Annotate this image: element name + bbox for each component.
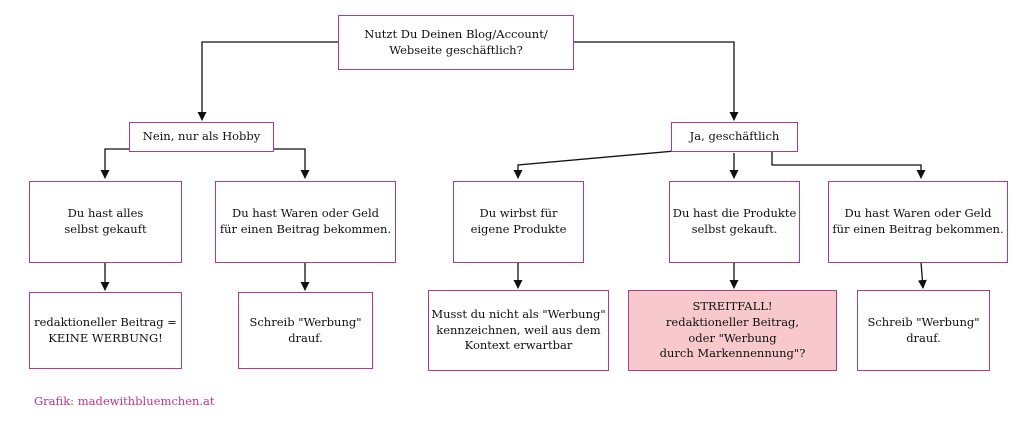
node-biz-own-products-label: Du wirbst für eigene Produkte [470, 206, 567, 236]
node-biz-self-bought: Du hast die Produkte selbst gekauft. [669, 181, 800, 263]
node-business-label: Ja, geschäftlich [689, 129, 780, 144]
arrow-root-to-hobby [197, 41, 338, 121]
arrow-business-to-paid [771, 149, 926, 179]
node-biz-paid-result-label: Schreib "Werbung" drauf. [867, 314, 980, 345]
arrow-hobby-to-self-bought [100, 148, 130, 179]
node-biz-own-products-result-label: Musst du nicht als "Werbung" kennzeichne… [431, 307, 606, 353]
node-root: Nutzt Du Deinen Blog/Account/ Webseite g… [338, 15, 574, 70]
node-biz-own-products: Du wirbst für eigene Produkte [453, 181, 584, 263]
node-biz-self-bought-label: Du hast die Produkte selbst gekauft. [672, 206, 797, 236]
node-hobby-self-bought: Du hast alles selbst gekauft [29, 181, 182, 263]
node-biz-paid: Du hast Waren oder Geld für einen Beitra… [828, 181, 1008, 263]
node-hobby-paid: Du hast Waren oder Geld für einen Beitra… [215, 181, 396, 263]
node-biz-own-products-result: Musst du nicht als "Werbung" kennzeichne… [428, 290, 609, 371]
arrow-business-to-own-products [513, 148, 698, 179]
node-hobby-label: Nein, nur als Hobby [142, 129, 261, 144]
node-hobby-paid-label: Du hast Waren oder Geld für einen Beitra… [219, 206, 392, 236]
node-business: Ja, geschäftlich [671, 122, 798, 152]
node-biz-self-bought-result-label: STREITFALL! redaktioneller Beitrag, oder… [659, 299, 806, 361]
node-root-label: Nutzt Du Deinen Blog/Account/ Webseite g… [364, 26, 548, 57]
credit-text: Grafik: madewithbluemchen.at [34, 394, 215, 408]
arrow-hobby-to-paid [273, 148, 310, 179]
node-hobby-self-bought-result: redaktioneller Beitrag = KEINE WERBUNG! [29, 292, 182, 369]
arrow-root-to-business [574, 41, 739, 121]
node-biz-self-bought-result: STREITFALL! redaktioneller Beitrag, oder… [628, 290, 837, 371]
node-hobby-self-bought-result-label: redaktioneller Beitrag = KEINE WERBUNG! [34, 314, 177, 345]
node-biz-paid-result: Schreib "Werbung" drauf. [857, 290, 990, 371]
node-hobby-paid-result: Schreib "Werbung" drauf. [238, 292, 373, 369]
node-hobby-self-bought-label: Du hast alles selbst gekauft [64, 206, 147, 236]
arrow-paid-to-result [917, 261, 927, 289]
node-biz-paid-label: Du hast Waren oder Geld für einen Beitra… [832, 206, 1004, 236]
node-hobby: Nein, nur als Hobby [129, 122, 274, 152]
node-hobby-paid-result-label: Schreib "Werbung" drauf. [249, 314, 362, 345]
